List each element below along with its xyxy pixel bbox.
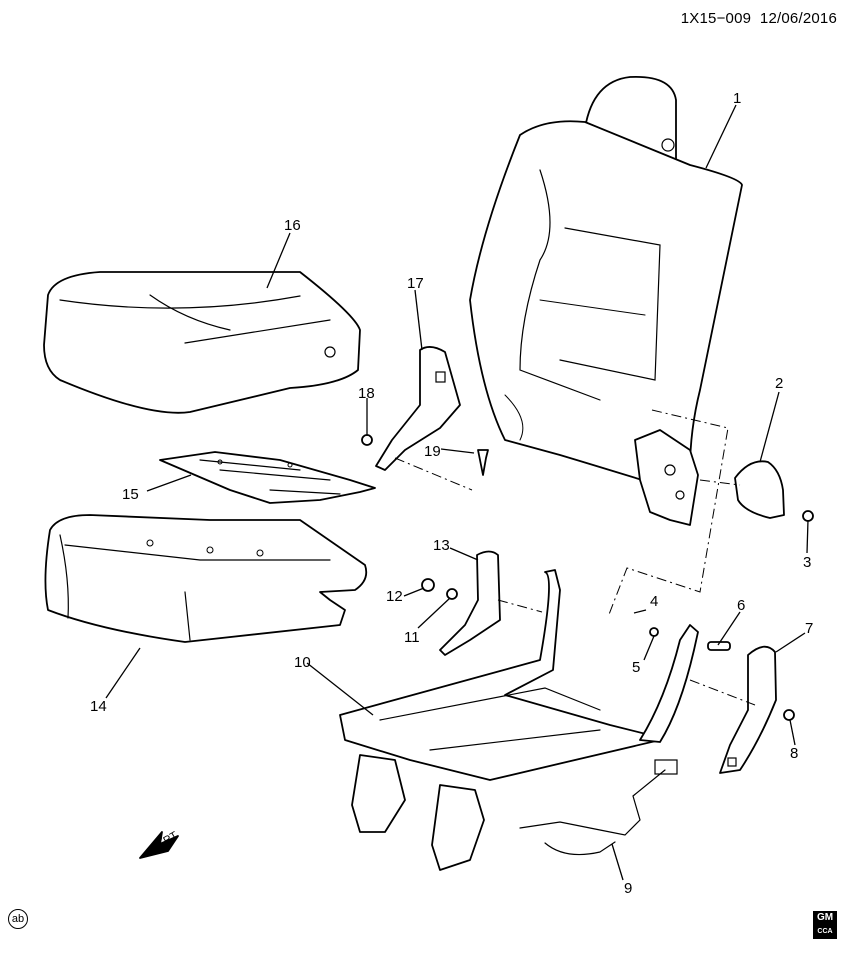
diagram-header: 1X15−009 12/06/2016 (681, 10, 837, 27)
callout-4: 4 (650, 593, 658, 610)
callout-7: 7 (805, 620, 813, 637)
callout-9: 9 (624, 880, 632, 897)
callout-19: 19 (424, 443, 441, 460)
callout-11: 11 (404, 629, 420, 646)
fasteners (361, 434, 814, 721)
callout-15: 15 (122, 486, 139, 503)
callout-6: 6 (737, 597, 745, 614)
part-17-side-trim (375, 346, 461, 471)
callout-18: 18 (358, 385, 375, 402)
part-2-recliner-cover (734, 460, 785, 519)
callout-8: 8 (790, 745, 798, 762)
part-7-side-shield (719, 645, 777, 774)
callout-10: 10 (294, 654, 311, 671)
part-15-cushion-pan (159, 451, 376, 504)
callout-5: 5 (632, 659, 640, 676)
callout-14: 14 (90, 698, 107, 715)
callout-labels: 1 2 3 4 5 6 7 8 9 10 11 12 13 14 15 16 1… (90, 90, 813, 897)
part-16-cushion-cover (43, 271, 361, 414)
gm-logo-subtext: CCA (817, 928, 833, 935)
callout-17: 17 (407, 275, 424, 292)
callout-1: 1 (733, 90, 741, 107)
part-9-wire-harness (519, 759, 678, 856)
callout-3: 3 (803, 554, 811, 571)
recliner-bracket (634, 429, 699, 526)
assembly-lines (394, 409, 756, 706)
gm-logo: GM CCA (813, 911, 837, 939)
callout-13: 13 (433, 537, 450, 554)
diagram-code: 1X15−009 (680, 10, 752, 27)
callout-2: 2 (775, 375, 783, 392)
part-13-trim-panel (439, 550, 501, 656)
leader-lines (105, 104, 809, 881)
callout-16: 16 (284, 217, 301, 234)
diagram-date: 12/06/2016 (759, 10, 837, 27)
part-10-seat-frame (339, 569, 699, 871)
part-14-cushion-pad (44, 514, 368, 643)
callout-12: 12 (386, 588, 403, 605)
ab-badge: ab (8, 909, 28, 929)
gm-logo-text: GM (816, 912, 834, 923)
part-1-seatback (469, 76, 743, 489)
front-arrow: FRT (139, 829, 180, 859)
